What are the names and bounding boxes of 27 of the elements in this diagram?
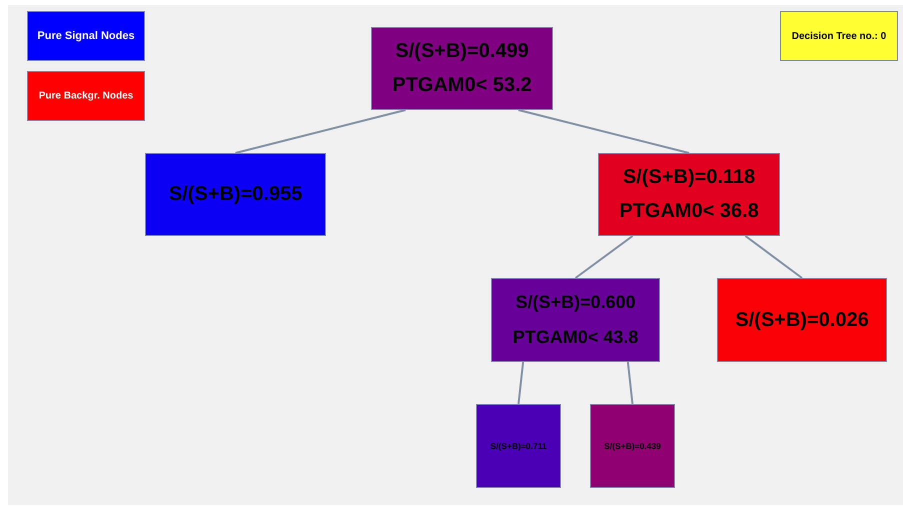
tree-node-box	[590, 404, 675, 488]
tree-branch-line	[626, 362, 634, 404]
purity-label: S/(S+B)=0.439	[604, 441, 661, 451]
tree-node-box	[598, 153, 780, 236]
cut-label: PTGAM0< 43.8	[512, 326, 638, 348]
tree-branch-line	[574, 235, 634, 279]
tree-branch-line	[235, 109, 406, 154]
tree-node-box	[717, 278, 887, 362]
cut-label: PTGAM0< 36.8	[619, 200, 759, 224]
purity-label: S/(S+B)=0.499	[395, 40, 529, 63]
tree-node-box	[371, 27, 553, 110]
purity-label: S/(S+B)=0.118	[622, 166, 756, 189]
tree-node-box	[476, 404, 561, 488]
tree-branch-line	[744, 235, 803, 279]
legend-label: Pure Backgr. Nodes	[38, 90, 134, 102]
tree-branch-line	[518, 362, 524, 404]
tree-branch-line	[518, 109, 690, 154]
tree-node-box	[491, 278, 660, 362]
purity-label: S/(S+B)=0.600	[515, 292, 636, 314]
tree-node-box	[145, 153, 326, 236]
cut-label: PTGAM0< 53.2	[392, 74, 532, 98]
legend-label: Pure Signal Nodes	[37, 30, 135, 42]
purity-label: S/(S+B)=0.026	[735, 308, 869, 332]
purity-label: S/(S+B)=0.711	[490, 441, 547, 451]
purity-label: S/(S+B)=0.955	[168, 183, 302, 206]
purity-label: Decision Tree no.: 0	[792, 30, 886, 42]
title-box	[780, 11, 898, 61]
